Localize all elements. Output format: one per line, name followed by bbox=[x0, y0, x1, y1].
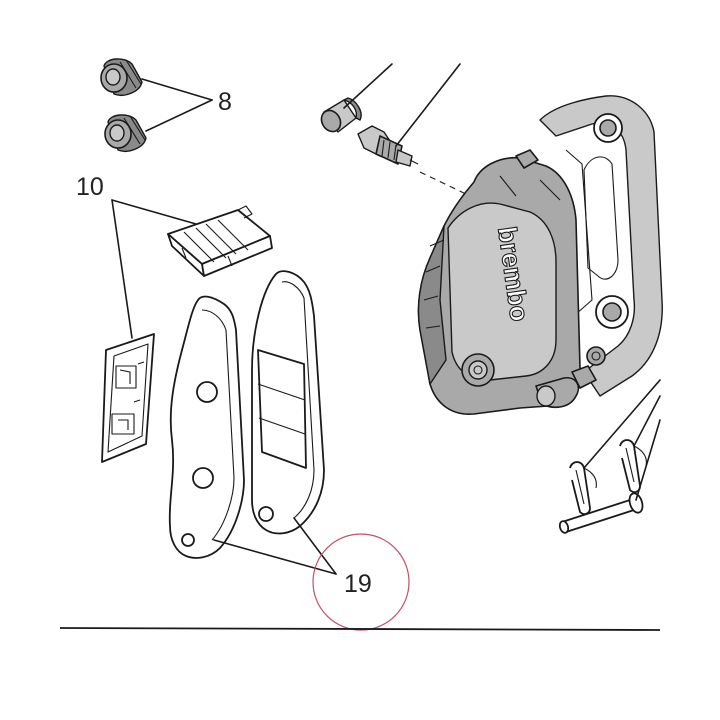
brake-pad-backing-plate bbox=[168, 295, 245, 559]
seal-cap-lower bbox=[104, 114, 147, 152]
callout-lines-8 bbox=[141, 78, 213, 132]
callout-number-8: 8 bbox=[218, 88, 232, 116]
anti-rattle-spring-plate bbox=[167, 205, 273, 277]
pad-shim-plate bbox=[101, 333, 155, 463]
callout-lines-10 bbox=[111, 199, 197, 339]
r-clip-left bbox=[569, 461, 597, 515]
brake-pad-friction bbox=[251, 270, 325, 535]
r-clip-right bbox=[619, 439, 647, 493]
seal-cap-upper bbox=[100, 58, 143, 96]
callout-number-19: 19 bbox=[344, 570, 372, 598]
page-bottom-rule bbox=[59, 627, 661, 631]
leader-lines-pin bbox=[583, 379, 661, 501]
highlight-circle-19 bbox=[312, 533, 410, 631]
leader-lines-bleed bbox=[343, 63, 471, 197]
caliper-bracket bbox=[539, 95, 663, 397]
pad-retaining-pin bbox=[558, 492, 644, 534]
caliper-body bbox=[417, 149, 606, 415]
callout-number-10: 10 bbox=[76, 173, 104, 201]
caliper-brand-logo: brembo bbox=[492, 225, 535, 324]
callout-lines-19 bbox=[213, 517, 337, 575]
bleed-screw bbox=[357, 125, 419, 167]
bleed-valve-cap bbox=[320, 97, 362, 133]
